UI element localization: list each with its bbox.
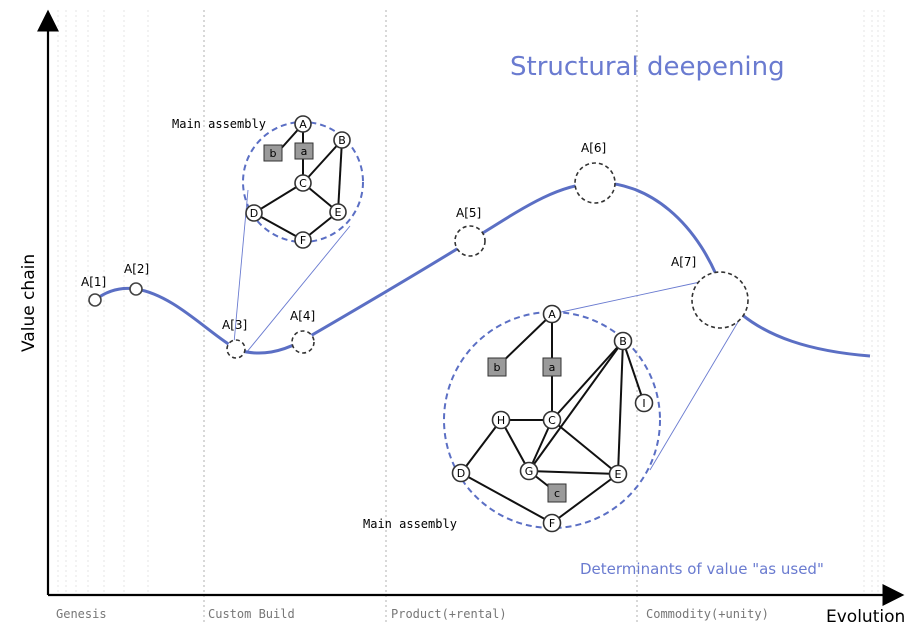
small-assembly-label: Main assembly <box>172 117 266 131</box>
large-assembly: Main assembly b a c <box>363 304 661 533</box>
small-node-d-label: D <box>250 207 258 220</box>
point-a6-marker <box>574 162 616 204</box>
stage-label-product: Product(+rental) <box>391 607 507 621</box>
large-node-g <box>519 461 539 481</box>
large-node-e-label: E <box>615 468 622 481</box>
stage-separators <box>203 10 638 625</box>
y-axis-label: Value chain <box>19 254 39 352</box>
stage-label-custom-build: Custom Build <box>208 607 295 621</box>
axes <box>37 9 905 606</box>
large-node-a-label: A <box>548 308 556 321</box>
large-node-h <box>491 410 511 430</box>
large-box-c-label: c <box>554 487 560 500</box>
small-node-a-label: A <box>299 118 307 131</box>
small-node-f <box>294 231 312 249</box>
evolution-curve <box>94 181 871 358</box>
small-box-b <box>263 144 283 162</box>
large-assembly-nodes <box>451 304 654 533</box>
x-axis-label: Evolution <box>826 607 905 627</box>
large-box-b-label: b <box>494 361 501 374</box>
small-node-e <box>329 203 347 221</box>
point-a1-label: A[1] <box>81 275 106 289</box>
point-a6-label: A[6] <box>581 141 606 155</box>
point-a4-marker <box>291 330 315 354</box>
point-a3-marker <box>226 339 246 359</box>
large-node-f-label: F <box>549 517 555 530</box>
dashed-points <box>226 162 749 359</box>
caption-determinants: Determinants of value "as used" <box>580 560 824 578</box>
small-node-f-label: F <box>300 234 306 247</box>
zoom-connectors <box>233 189 739 471</box>
small-assembly-nodes <box>245 115 351 249</box>
large-node-h-label: H <box>497 414 505 427</box>
large-assembly-boundary <box>443 311 661 529</box>
small-node-e-label: E <box>335 206 342 219</box>
large-node-d-label: D <box>457 467 465 480</box>
large-node-e <box>608 464 628 484</box>
point-a3-label: A[3] <box>222 318 247 332</box>
small-box-a <box>294 142 314 160</box>
point-a5-label: A[5] <box>456 206 481 220</box>
point-a5-marker <box>454 225 486 257</box>
point-a2-label: A[2] <box>124 262 149 276</box>
point-a2-marker <box>129 282 143 296</box>
large-assembly-label: Main assembly <box>363 517 457 531</box>
large-node-d <box>451 463 471 483</box>
large-node-b <box>613 331 633 351</box>
stage-label-genesis: Genesis <box>56 607 107 621</box>
title-structural-deepening: Structural deepening <box>510 52 785 82</box>
small-box-b-label: b <box>270 147 277 160</box>
large-node-g-label: G <box>525 465 534 478</box>
point-a4-label: A[4] <box>290 309 315 323</box>
point-a1-marker <box>88 293 102 307</box>
background-grid <box>57 10 885 595</box>
small-node-b-label: B <box>338 134 346 147</box>
small-node-d <box>245 204 263 222</box>
large-node-i <box>634 393 654 413</box>
small-box-a-label: a <box>301 145 308 158</box>
stage-label-commodity: Commodity(+unity) <box>646 607 769 621</box>
large-node-i-label: I <box>642 397 645 410</box>
point-a7-marker <box>691 271 749 329</box>
large-box-a <box>542 357 562 377</box>
point-a7-label: A[7] <box>671 255 696 269</box>
large-node-c-label: C <box>548 414 556 427</box>
small-node-c-label: C <box>299 177 307 190</box>
small-node-c <box>294 174 312 192</box>
large-box-a-label: a <box>549 361 556 374</box>
small-node-a <box>294 115 312 133</box>
large-box-c <box>547 483 567 503</box>
large-box-b <box>487 357 507 377</box>
large-node-c <box>542 410 562 430</box>
large-node-b-label: B <box>619 335 627 348</box>
large-node-f <box>542 513 562 533</box>
large-node-a <box>542 304 562 324</box>
small-node-b <box>333 131 351 149</box>
small-assembly: Main assembly b a A B C D <box>172 115 364 249</box>
